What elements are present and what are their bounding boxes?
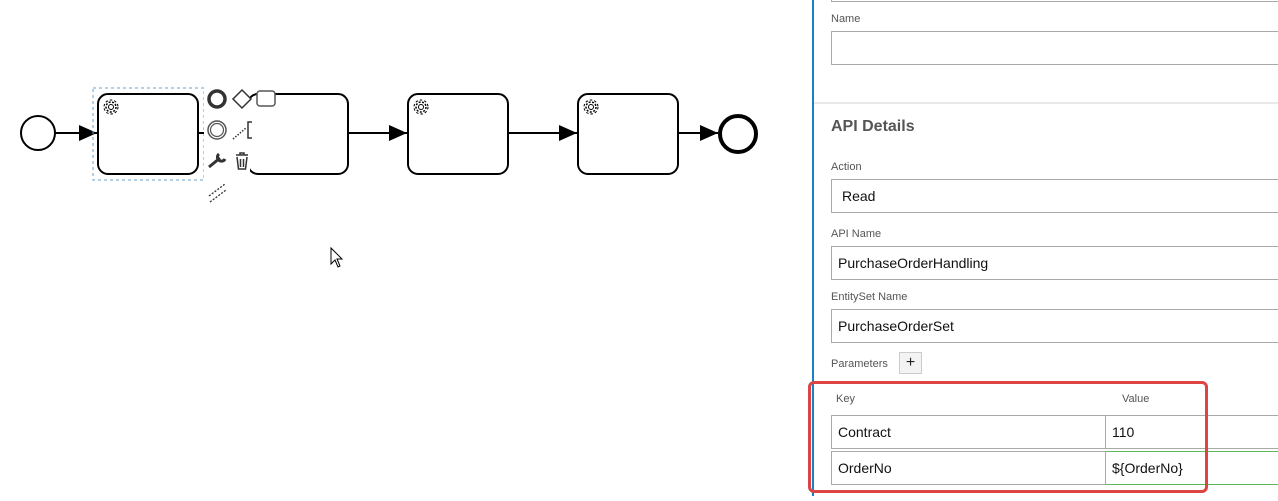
- name-input[interactable]: [831, 31, 1278, 65]
- param-key-input[interactable]: OrderNo: [831, 451, 1106, 485]
- value-header: Value: [1122, 393, 1150, 405]
- end-event-icon[interactable]: [207, 89, 227, 109]
- properties-panel: Name API Details Action Read API Name Pu…: [812, 0, 1278, 496]
- intermediate-event-icon[interactable]: [207, 120, 227, 140]
- section-title: API Details: [831, 118, 915, 135]
- wrench-icon[interactable]: [208, 152, 227, 169]
- end-event[interactable]: [718, 114, 758, 154]
- name-label: Name: [831, 13, 861, 25]
- add-parameter-button[interactable]: +: [899, 352, 922, 374]
- action-select[interactable]: Read: [831, 179, 1278, 213]
- gateway-icon[interactable]: [231, 88, 253, 110]
- section-divider: [814, 102, 1278, 104]
- previous-input[interactable]: [831, 0, 1278, 2]
- param-value-input[interactable]: 110: [1105, 415, 1278, 449]
- highlight-box: [808, 381, 1208, 493]
- api-name-label: API Name: [831, 228, 882, 240]
- bpmn-canvas[interactable]: [0, 0, 812, 496]
- key-header: Key: [836, 393, 855, 405]
- entityset-label: EntitySet Name: [831, 291, 908, 303]
- task-icon[interactable]: [256, 90, 276, 107]
- parameters-label: Parameters: [831, 358, 888, 370]
- start-event[interactable]: [20, 115, 56, 151]
- entityset-input[interactable]: PurchaseOrderSet: [831, 309, 1278, 343]
- param-key-input[interactable]: Contract: [831, 415, 1106, 449]
- mouse-cursor: [330, 246, 344, 268]
- api-name-input[interactable]: PurchaseOrderHandling: [831, 246, 1278, 280]
- action-label: Action: [831, 161, 862, 173]
- param-value-input[interactable]: ${OrderNo}: [1105, 451, 1278, 485]
- trash-icon[interactable]: [236, 152, 248, 170]
